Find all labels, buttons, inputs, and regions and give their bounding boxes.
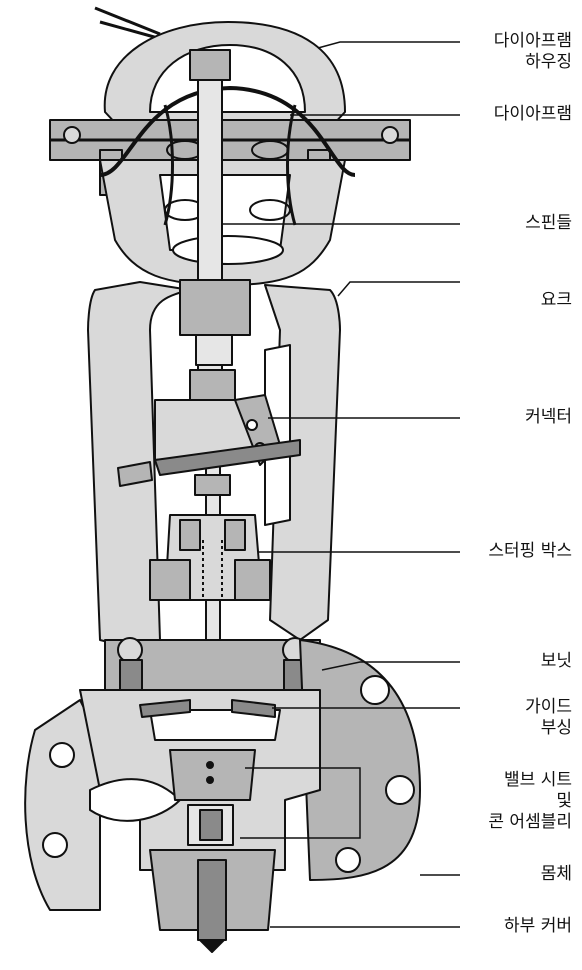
label-line: 스핀들 bbox=[525, 213, 572, 233]
label-line: 하부 커버 bbox=[504, 916, 572, 936]
label-stuffing-box: 스터핑 박스 bbox=[488, 541, 572, 562]
label-line: 밸브 시트 bbox=[504, 770, 572, 790]
valve-seat-cone bbox=[169, 749, 256, 846]
label-connector: 커넥터 bbox=[525, 407, 572, 428]
label-line: 하우징 bbox=[525, 52, 572, 72]
guide-bushing bbox=[139, 699, 276, 718]
label-line: 요크 bbox=[540, 290, 572, 310]
label-bonnet: 보닛 bbox=[541, 651, 572, 672]
label-line: 몸체 bbox=[540, 864, 572, 884]
leader-line-bonnet bbox=[321, 661, 460, 671]
label-line: 스터핑 박스 bbox=[488, 541, 572, 561]
label-line: 커넥터 bbox=[525, 407, 572, 427]
label-diaphragm-housing: 다이아프램 하우징 bbox=[494, 31, 572, 73]
air-supply-tube bbox=[94, 6, 166, 42]
stuffing-box bbox=[149, 514, 271, 601]
label-line: 다이아프램 bbox=[493, 104, 572, 124]
label-bottom-cover: 하부 커버 bbox=[504, 916, 572, 937]
label-spindle: 스핀들 bbox=[525, 213, 572, 234]
label-line: 보닛 bbox=[540, 651, 572, 671]
label-guide-bushing: 가이드 부싱 bbox=[525, 697, 572, 739]
label-line: 다이아프램 bbox=[493, 31, 572, 51]
label-valve-seat-cone: 밸브 시트 및 콘 어셈블리 bbox=[488, 770, 572, 833]
leader-line-yoke bbox=[337, 281, 460, 297]
connector bbox=[154, 369, 301, 496]
bottom-cover bbox=[149, 849, 276, 953]
label-body: 몸체 bbox=[541, 864, 572, 885]
label-yoke: 요크 bbox=[541, 290, 572, 311]
label-line: 콘 어셈블리 bbox=[488, 812, 572, 832]
label-line: 가이드 bbox=[525, 697, 572, 717]
label-line: 부싱 bbox=[540, 718, 572, 738]
leader-line-diaphragm-housing bbox=[317, 41, 460, 49]
label-diaphragm: 다이아프램 bbox=[494, 104, 572, 125]
label-line: 및 bbox=[556, 791, 572, 811]
leader-line-valve-seat-cone bbox=[240, 767, 361, 839]
